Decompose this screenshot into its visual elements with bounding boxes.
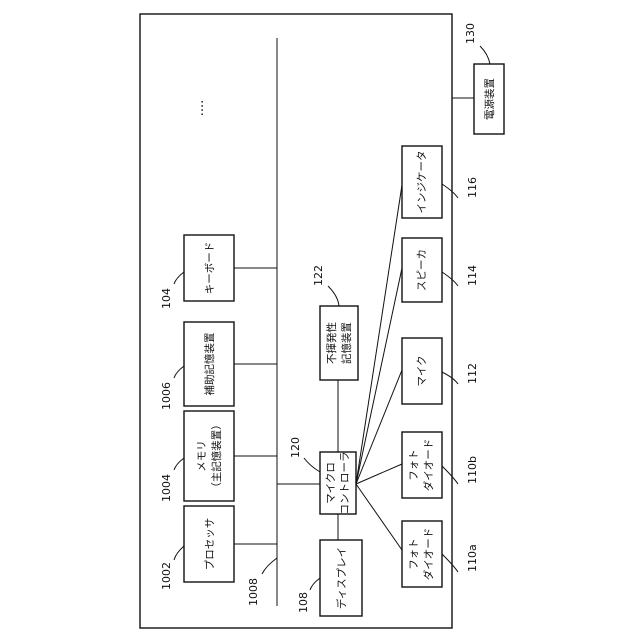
ref-1004: 1004 — [160, 458, 184, 502]
microcontroller-label-line1: マイクロ — [325, 462, 337, 504]
ref-116: 116 — [442, 177, 479, 198]
ref-112: 112 — [442, 363, 479, 384]
memory-label-line1: メモリ — [196, 440, 208, 472]
photodiode-a-label-line2: ダイオード — [422, 528, 435, 581]
mcu-pd-a-link — [356, 484, 402, 550]
storage-block: 補助記憶装置 — [184, 322, 234, 406]
photodiode-b-block: フォト ダイオード — [402, 432, 442, 498]
microphone-block: マイク — [402, 338, 442, 404]
ref-110b: 110b — [442, 456, 479, 484]
ref-1002-text: 1002 — [160, 562, 173, 590]
nonvolatile-storage-label-line1: 不揮発性 — [325, 322, 338, 364]
display-block: ディスプレイ — [320, 540, 362, 616]
nonvolatile-storage-label-line2: 記憶装置 — [340, 322, 353, 364]
ref-114-text: 114 — [466, 265, 479, 286]
ref-122-text: 122 — [312, 265, 325, 286]
indicator-block: インジケータ — [402, 146, 442, 218]
ref-110b-text: 110b — [466, 456, 479, 484]
ref-116-text: 116 — [466, 177, 479, 198]
nonvolatile-storage-block: 不揮発性 記憶装置 — [320, 306, 358, 380]
mcu-indicator-link — [356, 185, 402, 484]
processor-label: プロセッサ — [204, 518, 216, 571]
ref-120: 120 — [289, 437, 320, 472]
ref-108-text: 108 — [297, 592, 310, 613]
ref-1008: 1008 — [247, 558, 277, 606]
ref-104: 104 — [160, 272, 184, 309]
power-supply-label: 電源装置 — [483, 78, 496, 120]
memory-label-line2: （主記憶装置） — [210, 419, 223, 493]
ref-114: 114 — [442, 265, 479, 286]
photodiode-a-label-line1: フォト — [408, 538, 420, 570]
photodiode-a-block: フォト ダイオード — [402, 521, 442, 587]
ref-108: 108 — [297, 578, 320, 613]
ref-120-text: 120 — [289, 437, 302, 458]
ref-130: 130 — [464, 23, 490, 64]
ref-122: 122 — [312, 265, 339, 306]
ref-1004-text: 1004 — [160, 474, 173, 502]
ellipsis: .... — [192, 100, 207, 117]
speaker-label: スピーカ — [416, 249, 428, 291]
microcontroller-label-line2: コントローラ — [339, 452, 351, 515]
mcu-speaker-link — [356, 268, 402, 484]
speaker-block: スピーカ — [402, 238, 442, 302]
keyboard-label: キーボード — [204, 242, 216, 295]
ref-1006-text: 1006 — [160, 382, 173, 410]
ref-110a-text: 110a — [466, 544, 479, 572]
ref-130-text: 130 — [464, 23, 477, 44]
ref-1006: 1006 — [160, 366, 184, 410]
photodiode-b-label-line1: フォト — [408, 449, 420, 481]
processor-block: プロセッサ — [184, 506, 234, 582]
display-label: ディスプレイ — [335, 547, 348, 609]
storage-label: 補助記憶装置 — [203, 333, 216, 396]
ref-110a: 110a — [442, 544, 479, 572]
memory-block: メモリ （主記憶装置） — [184, 411, 234, 501]
keyboard-block: キーボード — [184, 235, 234, 301]
ref-104-text: 104 — [160, 288, 173, 309]
microcontroller-block: マイクロ コントローラ — [320, 452, 356, 515]
ref-112-text: 112 — [466, 363, 479, 384]
photodiode-b-label-line2: ダイオード — [422, 439, 435, 492]
ref-1002: 1002 — [160, 546, 184, 590]
indicator-label: インジケータ — [416, 151, 428, 214]
microphone-label: マイク — [416, 355, 428, 386]
ref-1008-text: 1008 — [247, 578, 260, 606]
power-supply-block: 電源装置 — [474, 64, 504, 134]
